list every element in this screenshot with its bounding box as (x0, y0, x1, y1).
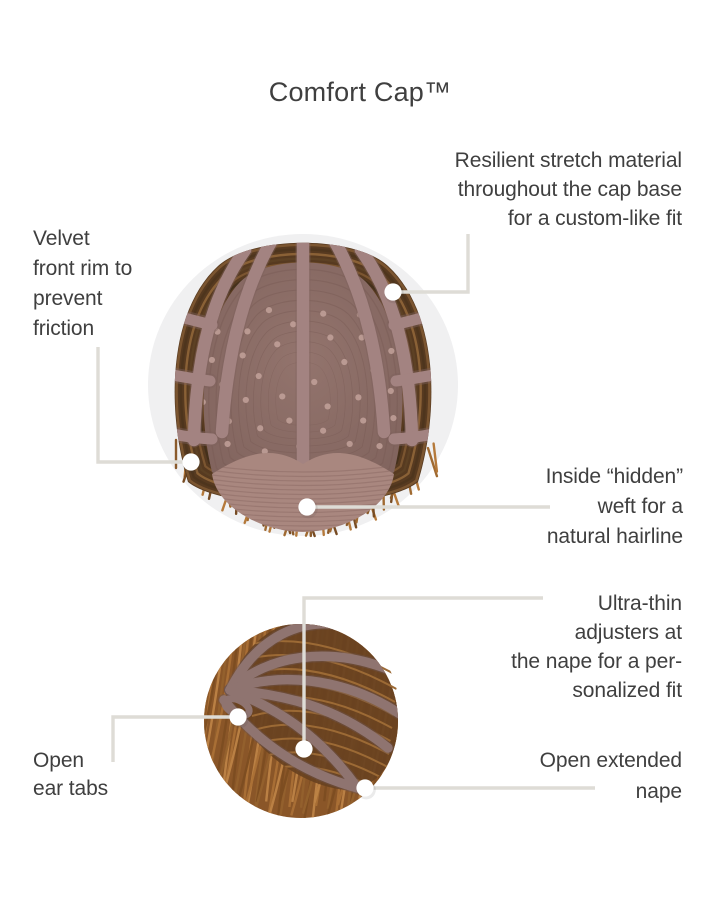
connector-velvet-rim (96, 347, 186, 464)
connector-stretch-material (398, 234, 470, 294)
label-hidden-weft: Inside “hidden” weft for a natural hairl… (545, 465, 684, 548)
label-adjusters: Ultra-thin adjusters at the nape for a p… (511, 592, 682, 702)
connector-lines (96, 234, 595, 790)
marker-dot-extended-nape-dot (356, 779, 376, 800)
page-title: Comfort Cap™ (268, 77, 452, 107)
mesh-dots (203, 293, 397, 466)
marker-dot-stretch-material-dot (384, 283, 404, 304)
marker-dots (182, 283, 404, 800)
label-ear-tabs: Open ear tabs (33, 749, 109, 800)
hidden-weft-panel (212, 453, 394, 532)
connector-adjusters (302, 596, 543, 744)
marker-dot-velvet-rim-dot (182, 453, 202, 474)
marker-dot-hidden-weft-dot (298, 498, 318, 519)
marker-dot-ear-tabs-dot (229, 708, 249, 729)
top-cap-inside-photo (148, 234, 458, 538)
connector-ear-tabs (111, 715, 233, 762)
marker-dot-adjusters-dot (295, 740, 315, 761)
cap-straps (174, 242, 432, 478)
label-extended-nape: Open extended nape (539, 749, 682, 803)
label-stretch-material: Resilient stretch material throughout th… (454, 149, 682, 230)
label-velvet-rim: Velvet front rim to prevent friction (33, 227, 133, 340)
